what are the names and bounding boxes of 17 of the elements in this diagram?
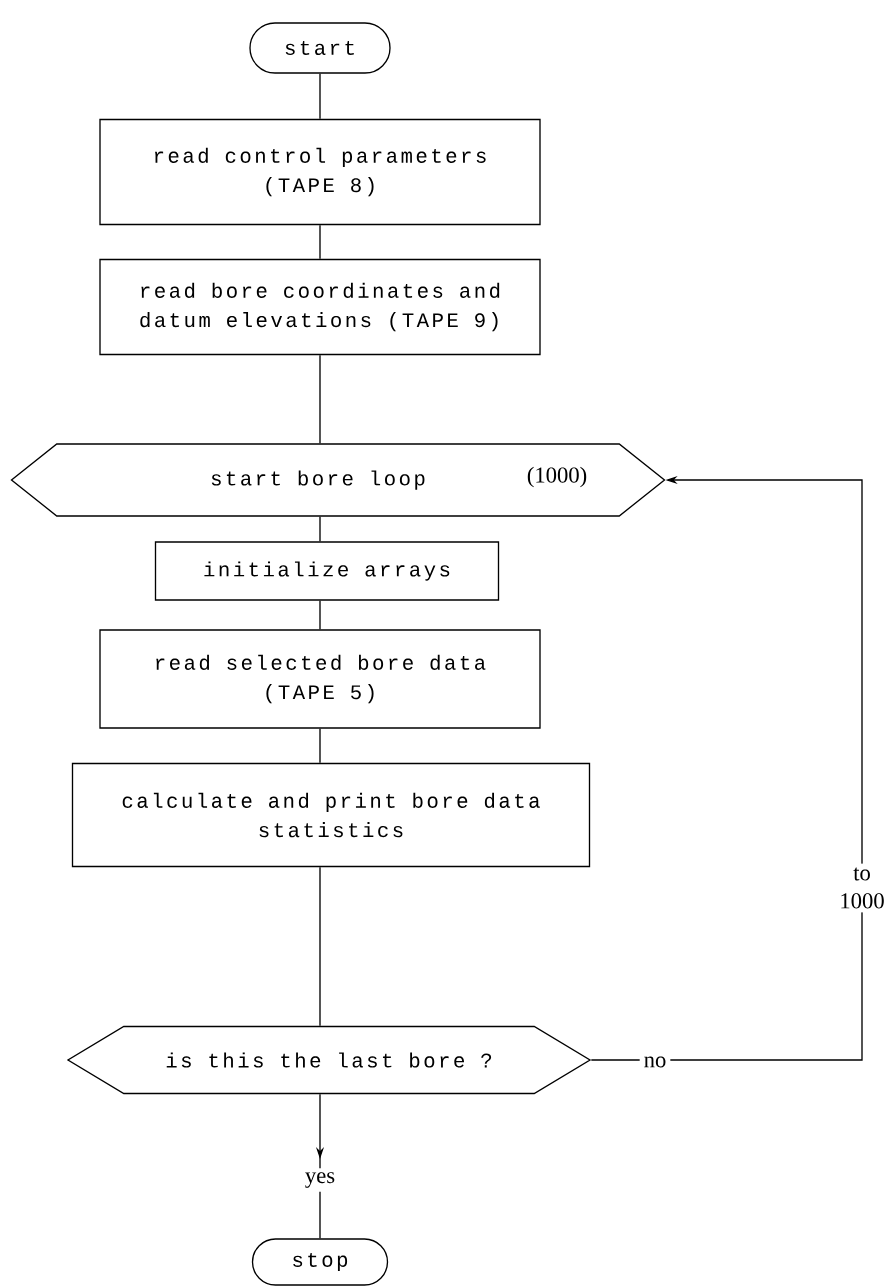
connector-line	[319, 728, 321, 764]
process-box: initialize arrays	[154, 541, 500, 601]
loop-hexagon: start bore loop (1000)	[10, 443, 666, 517]
decision-hexagon: is this the last bore ?	[66, 1025, 592, 1095]
connector-line	[319, 224, 321, 260]
process-box: calculate and print bore data statistics	[71, 762, 591, 868]
process-box: read control parameters (TAPE 8)	[99, 118, 541, 226]
edge-label: no	[639, 1052, 671, 1072]
connector-line	[319, 73, 321, 120]
connector-line	[319, 516, 321, 542]
loop-label: to 1000	[824, 863, 895, 913]
connector-line	[319, 866, 321, 1027]
connector-line	[319, 600, 321, 630]
edge-label: yes	[300, 1168, 340, 1192]
process-box: read bore coordinates and datum elevations (TAPE 9)	[99, 258, 541, 356]
process-box: read selected bore data (TAPE 5)	[99, 629, 541, 729]
connector-line	[319, 354, 321, 444]
